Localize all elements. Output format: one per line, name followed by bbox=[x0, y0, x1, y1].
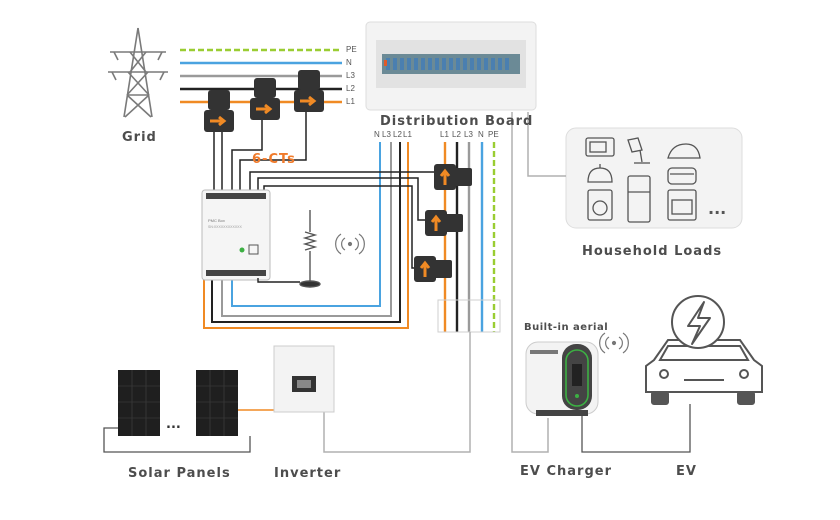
panels-ellipsis: ... bbox=[166, 417, 181, 432]
smart-meter bbox=[201, 189, 271, 281]
pylon-icon bbox=[108, 27, 168, 118]
kettle-icon bbox=[587, 164, 613, 183]
oven-icon bbox=[667, 189, 697, 221]
solar-panels-label: Solar Panels bbox=[128, 466, 231, 481]
db-left-wire-label: L3 bbox=[382, 130, 391, 139]
grid-ct-clamp-l1 bbox=[204, 90, 234, 132]
db-to-ev-charger-line bbox=[511, 112, 549, 453]
household-loads-box bbox=[565, 127, 743, 229]
built-in-aerial-label: Built-in aerial bbox=[524, 322, 609, 333]
wifi-signal-icon bbox=[599, 332, 629, 354]
meter-serial-text: SN:XXXXXXXXXXXX bbox=[208, 225, 243, 229]
grid-wire-label: L1 bbox=[346, 97, 355, 106]
bus-terminal-box bbox=[437, 299, 501, 333]
ev-label: EV bbox=[676, 464, 697, 479]
household-loads-label: Household Loads bbox=[582, 244, 723, 259]
distribution-board bbox=[365, 21, 537, 111]
refrigerator-icon bbox=[627, 175, 651, 223]
db-left-wires bbox=[203, 142, 409, 329]
db-right-wire-label: L3 bbox=[464, 130, 473, 139]
inverter-to-bus-line bbox=[323, 332, 471, 453]
db-right-wire-label: L2 bbox=[452, 130, 461, 139]
wifi-signal-icon bbox=[335, 233, 365, 255]
inverter bbox=[273, 345, 335, 413]
solar-panel-2 bbox=[196, 370, 238, 436]
db-left-wire-label: N bbox=[374, 130, 380, 139]
db-right-wire-label: N bbox=[478, 130, 484, 139]
lamp-icon bbox=[627, 137, 650, 164]
charger-to-ev-cable bbox=[581, 404, 691, 453]
db-right-wire-label: L1 bbox=[440, 130, 449, 139]
bus-ct-signal-wires bbox=[249, 171, 434, 269]
washing-machine-icon bbox=[587, 189, 613, 221]
grid-label: Grid bbox=[122, 130, 157, 145]
meter-model-text: PMC Box bbox=[208, 218, 225, 223]
antenna-cable bbox=[257, 278, 300, 283]
ct-count-label: 6-CTs bbox=[252, 152, 296, 167]
bus-ct-clamp-l2 bbox=[425, 210, 463, 236]
lightning-icon bbox=[671, 295, 725, 349]
db-to-loads-line bbox=[527, 112, 566, 177]
distribution-board-label: Distribution Board bbox=[380, 114, 534, 129]
db-left-wire-label: L2 bbox=[393, 130, 402, 139]
grid-wire-label: PE bbox=[346, 45, 357, 54]
grid-ct-clamp-l2 bbox=[250, 78, 280, 120]
antenna-icon bbox=[299, 210, 321, 288]
microwave-icon bbox=[585, 137, 615, 157]
grid-ct-clamp-l3 bbox=[294, 70, 324, 112]
rice-cooker-icon bbox=[667, 167, 697, 185]
panel-string-wire bbox=[103, 427, 251, 453]
electric-vehicle bbox=[645, 339, 763, 405]
bus-ct-clamp-l1 bbox=[434, 164, 472, 190]
db-left-wire-label: L1 bbox=[403, 130, 412, 139]
grid-ct-signal-wires bbox=[213, 112, 307, 192]
grid-wire-label: L3 bbox=[346, 71, 355, 80]
ev-charger bbox=[525, 341, 599, 416]
inverter-label: Inverter bbox=[274, 466, 342, 481]
grid-wire-label: L2 bbox=[346, 84, 355, 93]
bus-ct-clamp-l3 bbox=[414, 256, 452, 282]
db-right-wire-label: PE bbox=[488, 130, 499, 139]
loads-ellipsis: ... bbox=[708, 199, 726, 218]
grid-wire-label: N bbox=[346, 58, 352, 67]
solar-panel-1 bbox=[118, 370, 160, 436]
iron-icon bbox=[667, 143, 701, 159]
ev-charger-label: EV Charger bbox=[520, 464, 612, 479]
